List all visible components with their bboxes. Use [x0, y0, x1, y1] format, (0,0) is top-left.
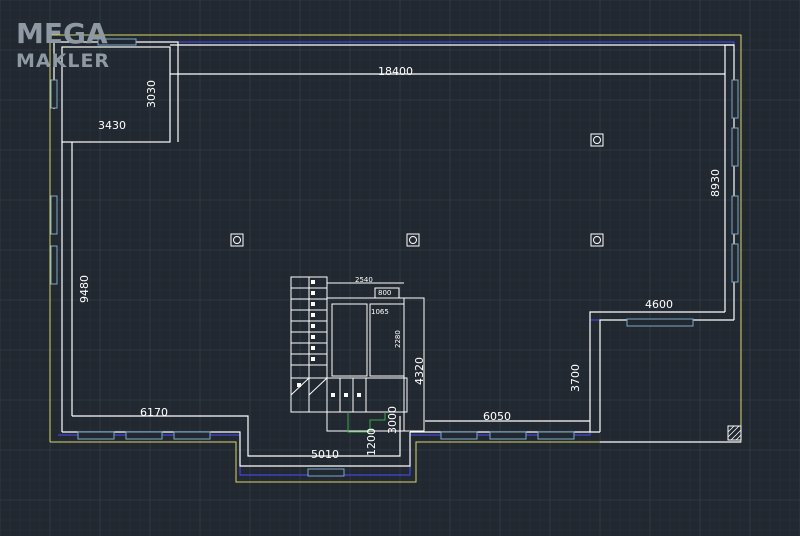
dim-room-height: 3030 [145, 80, 158, 108]
mega-makler-logo: MEGA MAKLER [16, 17, 110, 72]
window [731, 243, 739, 283]
dim-bay-width: 5010 [311, 448, 339, 461]
windows [50, 38, 739, 477]
window [489, 431, 527, 440]
dim-left-height: 9480 [78, 275, 91, 303]
right-wall [724, 44, 735, 320]
window [97, 38, 137, 46]
window [50, 245, 58, 285]
window [731, 79, 739, 119]
logo-text-line1: MEGA [16, 17, 108, 50]
dim-stair-inner: 1065 [371, 308, 389, 316]
window [77, 431, 115, 440]
window [307, 468, 345, 477]
window [440, 431, 478, 440]
column [233, 236, 241, 244]
staircase [290, 276, 425, 432]
bottom-left-wall [72, 415, 401, 457]
window [173, 431, 211, 440]
dim-right-wing-height: 3700 [569, 364, 582, 392]
column [593, 236, 601, 244]
dim-bottom-right-width: 6050 [483, 410, 511, 423]
stair-guide-green [347, 412, 386, 433]
dim-right-height: 8930 [709, 169, 722, 197]
dim-stair-opening: 800 [378, 289, 391, 297]
column [406, 233, 420, 247]
window [626, 318, 694, 327]
dim-stair-height: 4320 [413, 357, 426, 385]
columns [230, 133, 604, 247]
dim-top-width: 18400 [378, 65, 413, 78]
column [593, 136, 601, 144]
right-wing-wall [589, 311, 725, 432]
dim-stair-inner-height: 2280 [394, 330, 402, 348]
stair-well [326, 297, 425, 432]
dim-room-width: 3430 [98, 119, 126, 132]
stair-shaft-left [331, 303, 368, 377]
dim-landing-step: 1200 [365, 428, 378, 456]
window [50, 79, 58, 109]
column [590, 233, 604, 247]
window [125, 431, 163, 440]
stair-markers [297, 280, 361, 397]
logo-text-line2: MAKLER [16, 50, 110, 72]
window [731, 195, 739, 235]
dim-bottom-left-width: 6170 [140, 406, 168, 419]
window [50, 195, 58, 235]
corner-room-wall [61, 46, 171, 143]
column [590, 133, 604, 147]
window [731, 127, 739, 167]
dim-landing-depth: 3000 [386, 406, 399, 434]
column [409, 236, 417, 244]
window [537, 431, 575, 440]
dim-stair-width: 2540 [355, 276, 373, 284]
dim-right-wing-width: 4600 [645, 298, 673, 311]
stair-top-block [374, 287, 400, 299]
shaft-hatch [727, 425, 742, 441]
column [230, 233, 244, 247]
building-outline [49, 34, 742, 483]
